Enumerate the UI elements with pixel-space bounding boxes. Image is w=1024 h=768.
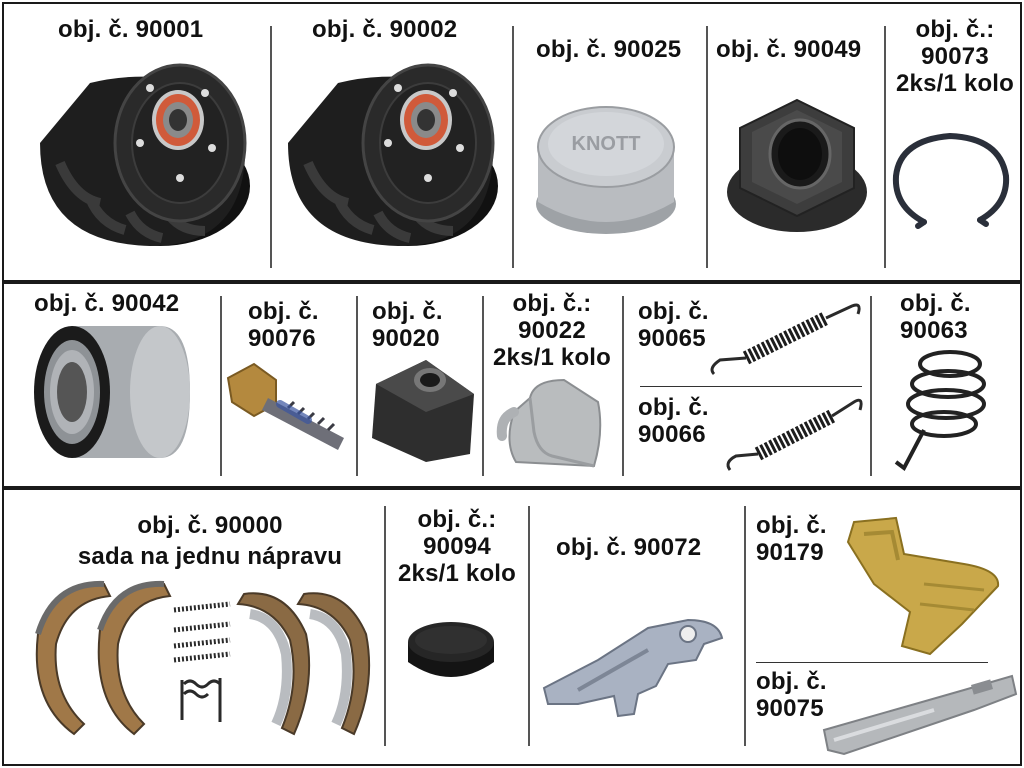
label-line: obj. č.	[638, 394, 709, 421]
divider	[870, 296, 872, 476]
divider	[482, 296, 484, 476]
expander-plate-icon	[846, 516, 1000, 656]
item-90073-label: obj. č.: 90073 2ks/1 kolo	[886, 16, 1024, 97]
hub-cap-icon: KNOTT	[536, 106, 676, 234]
brake-shoe-set-icon	[35, 580, 371, 736]
rubber-cap-icon	[408, 622, 494, 677]
row-1-frame	[2, 2, 1022, 282]
label-line: 2ks/1 kolo	[895, 70, 1015, 97]
divider	[356, 296, 358, 476]
bolt-icon	[226, 362, 344, 450]
label-line: obj. č. 90002	[312, 16, 458, 43]
item-90042-label: obj. č. 90042	[34, 290, 179, 317]
flange-nut-icon	[727, 98, 867, 232]
divider	[270, 26, 272, 268]
item-90066-label: obj. č. 90066	[638, 394, 709, 448]
item-90075-label: obj. č. 90075	[756, 668, 827, 722]
label-line: obj. č.:	[417, 506, 497, 533]
item-90076-label: obj. č. 90076	[248, 298, 319, 352]
brake-drum-icon	[288, 63, 498, 246]
divider	[706, 26, 708, 268]
tension-spring-icon	[710, 303, 861, 376]
label-line: 90020	[372, 325, 440, 352]
row-3-frame	[2, 488, 1022, 766]
wheel-bearing-icon	[34, 326, 190, 458]
label-line: 90073	[921, 43, 989, 70]
label-line: obj. č. 90072	[556, 534, 702, 561]
item-90025-label: obj. č. 90025	[536, 36, 681, 63]
label-line: 2ks/1 kolo	[397, 560, 517, 587]
hold-down-spring-icon	[894, 350, 986, 472]
brake-drum-icon	[40, 63, 250, 246]
label-line: obj. č.	[638, 298, 709, 325]
label-line: obj. č. 90049	[716, 36, 862, 63]
label-line: obj. č.	[248, 298, 319, 325]
divider	[512, 26, 514, 268]
label-line: obj. č.	[372, 298, 443, 325]
row-2-frame	[2, 282, 1022, 488]
label-line: 90066	[638, 421, 706, 448]
label-line: 90065	[638, 325, 706, 352]
item-90022-label: obj. č.: 90022 2ks/1 kolo	[484, 290, 620, 371]
divider	[622, 296, 624, 476]
label-line: sada na jednu nápravu	[77, 543, 343, 570]
label-line: 90075	[756, 695, 824, 722]
item-90001-label: obj. č. 90001	[58, 16, 203, 43]
divider	[640, 386, 862, 387]
divider	[884, 26, 886, 268]
circlip-icon	[892, 132, 1010, 229]
wedge-block-icon	[372, 360, 474, 462]
item-90020-label: obj. č. 90020	[372, 298, 443, 352]
adjuster-bar-icon	[822, 674, 1018, 756]
label-line: obj. č. 90001	[58, 16, 204, 43]
label-line: 2ks/1 kolo	[492, 344, 612, 371]
item-90063-label: obj. č. 90063	[900, 290, 971, 344]
label-line: 90094	[423, 533, 491, 560]
label-line: obj. č. 90025	[536, 36, 682, 63]
label-line: obj. č.:	[512, 290, 592, 317]
label-line: obj. č.	[756, 512, 827, 539]
item-90065-label: obj. č. 90065	[638, 298, 709, 352]
label-line: obj. č. 90000	[137, 512, 283, 539]
label-line: obj. č. 90042	[34, 290, 180, 317]
cap-engraving: KNOTT	[572, 133, 641, 155]
label-line: 90076	[248, 325, 316, 352]
divider	[384, 506, 386, 746]
label-line: obj. č.:	[915, 16, 995, 43]
divider	[756, 662, 988, 663]
item-90002-label: obj. č. 90002	[312, 16, 457, 43]
tension-spring-icon	[726, 398, 863, 471]
item-90179-label: obj. č. 90179	[756, 512, 827, 566]
item-90072-label: obj. č. 90072	[556, 534, 701, 561]
divider	[220, 296, 222, 476]
label-line: obj. č.	[756, 668, 827, 695]
divider	[744, 506, 746, 746]
brake-lever-icon	[542, 618, 724, 718]
cast-wedge-icon	[496, 378, 602, 468]
label-line: 90063	[900, 317, 968, 344]
item-90000-label: obj. č. 90000 sada na jednu nápravu	[40, 512, 380, 570]
label-line: 90022	[518, 317, 586, 344]
item-90049-label: obj. č. 90049	[716, 36, 861, 63]
divider	[528, 506, 530, 746]
label-line: 90179	[756, 539, 824, 566]
item-90094-label: obj. č.: 90094 2ks/1 kolo	[388, 506, 526, 587]
label-line: obj. č.	[900, 290, 971, 317]
